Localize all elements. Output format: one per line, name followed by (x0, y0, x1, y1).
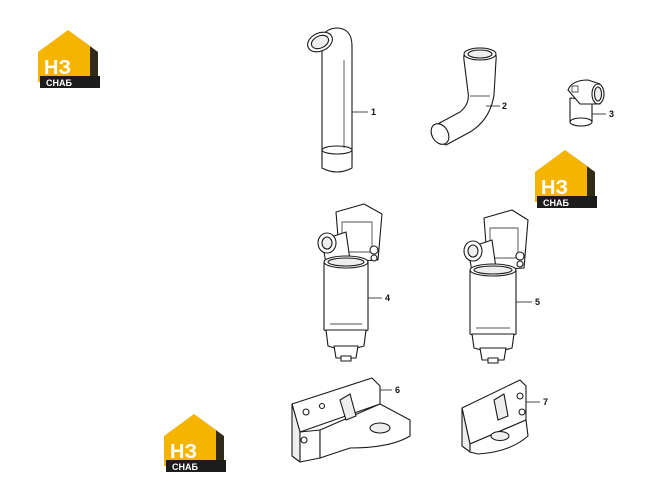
part-5-fuel-filter (463, 209, 529, 364)
part-6-bracket (291, 377, 411, 463)
part-3-elbow-fitting (567, 79, 605, 127)
part-7-bracket (461, 379, 529, 455)
callout-3: 3 (609, 109, 614, 119)
logo-main-text: НЗ (44, 57, 71, 79)
logo-sub-text: СНАБ (46, 78, 72, 88)
callout-2: 2 (502, 101, 507, 111)
callout-5: 5 (535, 297, 540, 307)
logo-bottom-left: НЗ СНАБ (164, 414, 226, 472)
callout-7: 7 (543, 397, 548, 407)
logo-main-text: НЗ (541, 177, 568, 199)
logo-sub-text: СНАБ (543, 198, 569, 208)
logo-main-text: НЗ (170, 441, 197, 463)
logo-top-left: НЗ СНАБ (38, 30, 100, 88)
callout-4: 4 (385, 293, 390, 303)
part-1-exhaust-pipe (307, 27, 353, 173)
callout-1: 1 (371, 107, 376, 117)
logo-sub-text: СНАБ (172, 462, 198, 472)
logo-middle-right: НЗ СНАБ (535, 150, 597, 208)
callout-6: 6 (395, 385, 400, 395)
part-2-elbow-hose (430, 47, 497, 146)
part-4-fuel-filter (317, 203, 383, 362)
